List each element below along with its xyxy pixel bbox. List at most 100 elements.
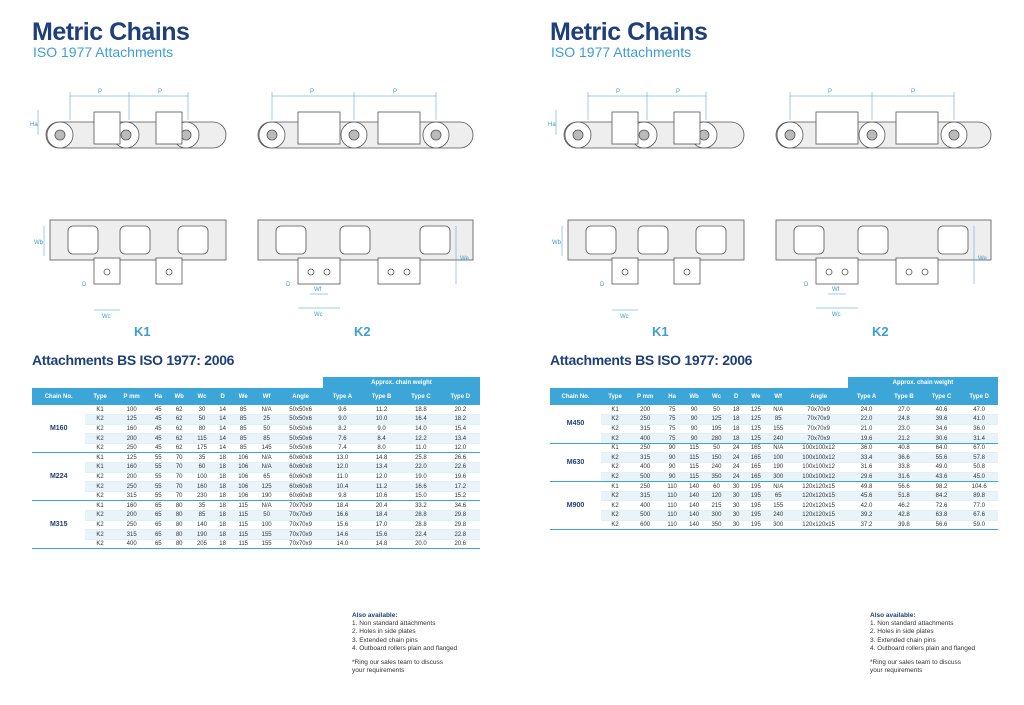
table-cell: 18 <box>213 500 232 512</box>
table-cell: 9.0 <box>361 424 402 435</box>
table-cell: 50x50x6 <box>278 405 323 416</box>
k2-label: K2 <box>354 324 371 339</box>
table-cell: 125 <box>705 414 728 425</box>
table-cell: K2 <box>85 510 115 521</box>
table-cell: K1 <box>85 452 115 464</box>
table-cell: 51.8 <box>885 491 923 502</box>
table-cell: 62 <box>168 443 191 454</box>
also-item: 3. Extended chain pins <box>352 636 418 644</box>
also-item: 4. Outboard rollers plain and flanged <box>870 644 976 652</box>
table-cell: 85 <box>231 414 255 425</box>
col-d: D <box>727 388 745 405</box>
table-cell: K1 <box>85 462 115 473</box>
chain-diagram: P P Ha P P Wb D Wc <box>30 89 474 339</box>
table-cell: 100x100x12 <box>789 452 848 464</box>
table-cell: 250 <box>629 414 662 425</box>
table-cell: 10.4 <box>322 481 362 492</box>
table-cell: 22.0 <box>401 462 441 473</box>
table-cell: 36.6 <box>885 452 923 464</box>
table-cell: 18 <box>213 539 232 550</box>
table-cell: 18 <box>727 424 745 435</box>
k2-top-view <box>775 219 992 285</box>
table-cell: 195 <box>744 491 768 502</box>
table-cell: 16.6 <box>401 481 441 492</box>
table-cell: 14.8 <box>361 539 402 550</box>
table-cell: 18 <box>213 529 232 540</box>
table-cell: N/A <box>254 452 279 464</box>
table-cell: 14.0 <box>322 539 362 550</box>
table-cell: 30 <box>727 510 745 521</box>
table-cell: 18 <box>213 491 232 502</box>
table-cell: 90 <box>682 405 706 416</box>
table-cell: 120x120x15 <box>789 520 848 531</box>
also-item: 4. Outboard rollers plain and flanged <box>352 644 458 652</box>
table-cell: 160 <box>114 500 149 512</box>
table-cell: 400 <box>114 539 149 550</box>
table-cell: 125 <box>744 433 768 444</box>
table-cell: 300 <box>767 472 790 483</box>
table-cell: N/A <box>254 462 279 473</box>
table-cell: 84.2 <box>922 491 961 502</box>
table-cell: 100 <box>190 472 214 483</box>
table-cell: 56.6 <box>922 520 961 531</box>
table-cell: 60 <box>190 462 214 473</box>
table-cell: 16.4 <box>401 414 441 425</box>
k2-side-view <box>257 111 474 149</box>
table-cell: 190 <box>254 491 279 502</box>
table-cell: 35 <box>190 452 214 464</box>
table-cell: 120x120x15 <box>789 500 848 512</box>
table-cell: 106 <box>231 481 255 492</box>
table-cell: 155 <box>254 529 279 540</box>
table-cell: 55.6 <box>922 452 961 464</box>
table-cell: 315 <box>629 491 662 502</box>
table-cell: 70 <box>168 491 191 502</box>
table-cell: 49.8 <box>847 481 886 492</box>
table-cell: 72.6 <box>922 500 961 512</box>
table-cell: 100x100x12 <box>789 443 848 454</box>
table-cell: 250 <box>629 481 662 492</box>
k2-wf-label: Wf <box>314 287 322 293</box>
also-item: 1. Non standard attachments <box>870 620 954 628</box>
col-ha: Ha <box>661 388 683 405</box>
table-cell: 30 <box>727 481 745 492</box>
table-cell: 400 <box>629 500 662 512</box>
table-cell: 49.0 <box>922 462 961 473</box>
col-d: D <box>213 388 232 405</box>
k1-ha-label: Ha <box>30 122 38 128</box>
table-cell: K1 <box>601 443 630 454</box>
col-wb: Wb <box>168 388 191 405</box>
col-chain-no: Chain No. <box>32 388 86 405</box>
k1-p-label-2: P <box>676 89 680 95</box>
approx-weight-header: Approx. chain weight <box>322 377 480 388</box>
page-subtitle: ISO 1977 Attachments <box>551 44 692 60</box>
k1-top-view <box>49 219 227 285</box>
table-cell: 315 <box>114 491 149 502</box>
table-cell: 12.2 <box>401 433 441 444</box>
table-cell: 47.0 <box>960 405 998 416</box>
table-cell: 18 <box>727 414 745 425</box>
table-cell: 15.6 <box>322 520 362 531</box>
table-cell: N/A <box>254 405 279 416</box>
table-cell: 65 <box>148 529 169 540</box>
table-cell: 70 <box>168 472 191 483</box>
k2-dimension-lines <box>271 92 437 120</box>
table-cell: 33.4 <box>847 452 886 464</box>
table-cell: 13.4 <box>361 462 402 473</box>
table-cell: 25.8 <box>401 452 441 464</box>
table-cell: K2 <box>601 433 630 444</box>
chain-number-cell: M900 <box>550 481 602 531</box>
table-cell: 7.6 <box>322 433 362 444</box>
table-cell: 9.6 <box>322 405 362 416</box>
table-cell: 110 <box>661 520 683 531</box>
table-cell: 60x60x8 <box>278 472 323 483</box>
table-cell: 90 <box>682 414 706 425</box>
table-cell: 120x120x15 <box>789 491 848 502</box>
k1-p-label: P <box>616 89 620 95</box>
table-cell: 17.2 <box>440 481 480 492</box>
table-cell: 80 <box>168 520 191 531</box>
table-cell: 125 <box>254 481 279 492</box>
